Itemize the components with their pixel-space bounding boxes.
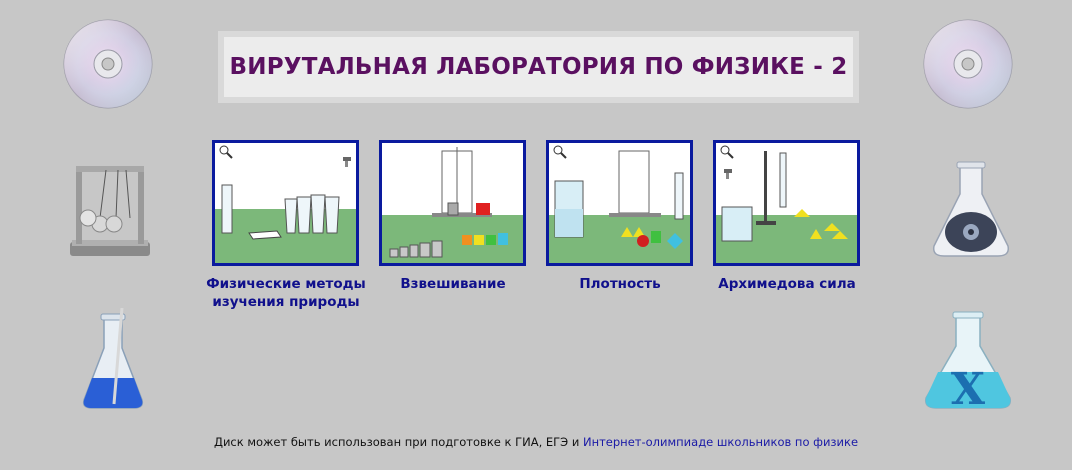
- experiment-card-density[interactable]: [546, 140, 693, 266]
- experiment-label-weighing[interactable]: Взвешивание: [400, 276, 506, 292]
- experiment-label-archimedes[interactable]: Архимедова сила: [718, 276, 856, 292]
- magnifier-icon[interactable]: [219, 145, 233, 159]
- magnifier-icon[interactable]: [553, 145, 567, 159]
- experiment-card-archimedes[interactable]: [713, 140, 860, 266]
- newtons-cradle-icon: [70, 166, 150, 256]
- title-banner: ВИРУТАЛЬНАЯ ЛАБОРАТОРИЯ ПО ФИЗИКЕ - 2: [218, 31, 859, 103]
- svg-text:X: X: [951, 364, 986, 414]
- x-flask-icon: X: [924, 311, 1012, 414]
- olympiad-link[interactable]: Интернет-олимпиаде школьников по физике: [582, 435, 859, 449]
- tap-icon: [724, 169, 732, 179]
- footer-note: Диск может быть использован при подготов…: [0, 435, 1072, 449]
- disc-flask-icon: [932, 161, 1010, 257]
- footer-text: Диск может быть использован при подготов…: [213, 435, 583, 449]
- experiment-label-methods[interactable]: Физические методы изучения природы: [206, 276, 366, 310]
- cd-disc-icon-right: [923, 19, 1013, 109]
- cd-disc-icon-left: [63, 19, 153, 109]
- experiment-card-weighing[interactable]: [379, 140, 526, 266]
- tap-icon: [343, 157, 351, 167]
- experiment-label-density[interactable]: Плотность: [579, 276, 661, 292]
- magnifier-icon[interactable]: [720, 145, 734, 159]
- blue-flask-icon: [82, 308, 144, 409]
- experiment-card-methods[interactable]: [212, 140, 359, 266]
- page-title: ВИРУТАЛЬНАЯ ЛАБОРАТОРИЯ ПО ФИЗИКЕ - 2: [224, 37, 853, 97]
